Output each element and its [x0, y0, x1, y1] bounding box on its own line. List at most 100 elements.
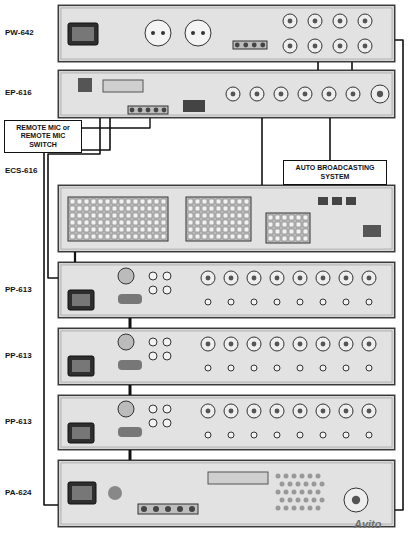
trim-knob — [205, 432, 211, 438]
xlr-jack — [250, 87, 264, 101]
terminal-cell — [112, 234, 117, 239]
jack-pin — [321, 342, 326, 347]
jack-pin — [344, 276, 349, 281]
xlr-jack — [270, 337, 284, 351]
din-socket — [78, 78, 92, 92]
jack-pin — [231, 92, 236, 97]
terminal-cell — [77, 227, 82, 232]
rack-panel — [58, 328, 395, 385]
jack-pin — [313, 19, 318, 24]
terminal-cell — [126, 234, 131, 239]
terminal-screw — [141, 506, 147, 512]
xlr-jack — [362, 404, 376, 418]
cable — [129, 450, 132, 460]
trim-knob — [274, 299, 280, 305]
trim-knob — [205, 365, 211, 371]
terminal-cell — [268, 236, 273, 241]
terminal-cell — [209, 220, 214, 225]
terminal-cell — [216, 206, 221, 211]
rack-unit: PW-642 — [58, 5, 395, 62]
jack-pin — [352, 496, 360, 504]
din-socket — [118, 268, 134, 284]
jack-pin — [344, 342, 349, 347]
trim-knob — [297, 365, 303, 371]
xlr-jack — [201, 404, 215, 418]
trim-knob — [366, 365, 372, 371]
trim-knob — [320, 432, 326, 438]
xlr-jack — [293, 271, 307, 285]
terminal-cell — [84, 213, 89, 218]
terminal-cell — [140, 220, 145, 225]
terminal-cell — [140, 227, 145, 232]
xlr-jack — [316, 271, 330, 285]
cable — [129, 318, 132, 328]
terminal-cell — [133, 206, 138, 211]
terminal-cell — [112, 206, 117, 211]
terminal-strip — [266, 213, 310, 243]
terminal-cell — [77, 199, 82, 204]
xlr-jack — [224, 271, 238, 285]
vent-hole — [304, 498, 309, 503]
jack-pin — [275, 409, 280, 414]
terminal-cell — [70, 206, 75, 211]
terminal-cell — [126, 213, 131, 218]
terminal-cell — [98, 213, 103, 218]
terminal-cell — [282, 215, 287, 220]
terminal-cell — [188, 234, 193, 239]
power-inlet — [68, 290, 94, 310]
trim-knob — [297, 299, 303, 305]
trim-knob — [343, 299, 349, 305]
terminal-cell — [195, 206, 200, 211]
terminal-cell — [91, 234, 96, 239]
terminal-cell — [91, 206, 96, 211]
cable — [82, 118, 150, 128]
terminal-cell — [147, 220, 152, 225]
rj-port — [332, 197, 342, 205]
terminal-screw — [235, 43, 240, 48]
trim-knob — [343, 432, 349, 438]
xlr-jack — [371, 85, 389, 103]
terminal-block — [233, 41, 267, 49]
xlr-jack — [339, 404, 353, 418]
terminal-cell — [98, 199, 103, 204]
power-outlet — [145, 20, 171, 46]
xlr-jack — [224, 404, 238, 418]
terminal-cell — [140, 199, 145, 204]
terminal-screw — [162, 108, 167, 113]
rack-panel — [58, 5, 395, 62]
rack-panel — [58, 70, 395, 118]
rca-jack — [163, 352, 171, 360]
terminal-cell — [84, 220, 89, 225]
terminal-cell — [195, 213, 200, 218]
trim-knob — [274, 365, 280, 371]
cable — [261, 118, 263, 185]
terminal-cell — [77, 213, 82, 218]
terminal-cell — [209, 199, 214, 204]
fuse-holder — [118, 427, 142, 437]
terminal-cell — [195, 220, 200, 225]
outlet-pin — [191, 31, 195, 35]
terminal-screw — [154, 108, 159, 113]
inlet-socket — [72, 294, 90, 306]
jack-pin — [303, 92, 308, 97]
xlr-jack — [283, 39, 297, 53]
trim-knob — [251, 432, 257, 438]
rack-panel — [58, 262, 395, 318]
terminal-strip — [186, 197, 251, 241]
vent-hole — [300, 506, 305, 511]
terminal-cell — [147, 199, 152, 204]
jack-pin — [229, 409, 234, 414]
trim-knob — [228, 365, 234, 371]
panel-face — [61, 265, 392, 315]
rj-port — [318, 197, 328, 205]
terminal-cell — [119, 220, 124, 225]
terminal-cell — [289, 229, 294, 234]
vent-hole — [312, 482, 317, 487]
xlr-jack — [226, 87, 240, 101]
xlr-jack — [298, 87, 312, 101]
xlr-jack — [316, 337, 330, 351]
terminal-cell — [133, 199, 138, 204]
xlr-jack — [201, 271, 215, 285]
